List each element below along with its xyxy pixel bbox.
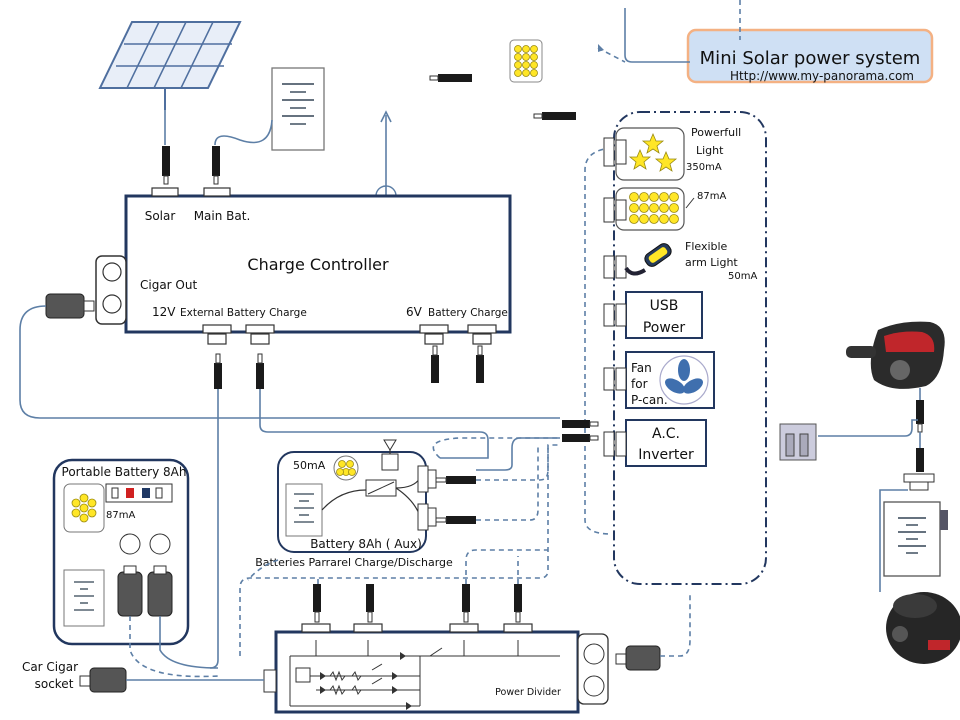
solar-plug-icon <box>162 146 170 185</box>
aux-dashed-4 <box>239 448 549 660</box>
battery-wire <box>214 119 273 146</box>
powerfull-light-l1: Powerfull <box>691 126 741 139</box>
ac-outlet-icon <box>779 423 817 461</box>
powerfull-light-current: 350mA <box>686 162 722 173</box>
ext-charge-volt: 12V <box>152 305 176 319</box>
fan-l1: Fan <box>631 361 652 375</box>
solar-panel-icon <box>98 21 242 110</box>
banner-title: Mini Solar power system <box>700 48 921 69</box>
main-bat-plug-icon <box>212 146 220 185</box>
banner-url[interactable]: Http://www.my-panorama.com <box>730 69 914 83</box>
main-bat-port <box>203 187 231 197</box>
powerfull-light: Powerfull Light 350mA <box>603 126 741 181</box>
aux-plugs <box>435 476 476 524</box>
cigar-out-socket <box>95 255 127 325</box>
six-volt-label: 6V <box>406 305 423 319</box>
rack-plugs <box>562 420 599 442</box>
cigar-out-label: Cigar Out <box>140 278 197 292</box>
usb-power: USB Power <box>603 291 703 339</box>
pump-plug-icon <box>916 400 924 433</box>
six-volt-charge-label: Battery Charge <box>428 307 508 319</box>
divider-output-plug <box>615 645 661 671</box>
ext-charge-wire <box>259 389 489 459</box>
charge-controller-title: Charge Controller <box>247 255 389 274</box>
fan-l2: for <box>631 377 648 391</box>
up-arrow-icon <box>380 110 392 123</box>
car-cigar-l2: socket <box>35 677 74 691</box>
portable-light-current: 87mA <box>106 510 135 521</box>
aux-dashed-1 <box>476 444 560 481</box>
car-cigar-socket: Car Cigar socket <box>22 660 127 693</box>
divider-plugs <box>313 584 522 623</box>
divider-dashed-wire <box>660 594 691 657</box>
power-divider: Power Divider <box>263 623 609 714</box>
solar-port <box>151 187 179 197</box>
external-battery-icon <box>883 501 948 577</box>
powerfull-light-l2: Light <box>696 144 724 157</box>
batteries-parallel-caption: Batteries Parrarel Charge/Discharge <box>255 556 453 569</box>
main-bat-label: Main Bat. <box>194 209 251 223</box>
ac-inverter-l2: Inverter <box>638 447 694 463</box>
usb-power-l2: Power <box>643 320 686 336</box>
vacuum-pump-icon <box>886 592 960 664</box>
portable-wire <box>159 616 219 669</box>
rack-dashed-line <box>584 147 613 535</box>
outlet-wire <box>818 419 918 437</box>
title-banner: Mini Solar power system Http://www.my-pa… <box>686 28 934 84</box>
aux-dashed-3 <box>432 437 560 459</box>
power-divider-label: Power Divider <box>495 687 561 698</box>
ext-battery-wire <box>879 489 908 592</box>
flexible-arm-light: Flexible arm Light 50mA <box>603 240 757 282</box>
ac-inverter-l1: A.C. <box>652 426 680 442</box>
usb-power-l1: USB <box>650 298 679 314</box>
arrow-head-icon <box>598 44 604 52</box>
flex-light-current: 50mA <box>728 271 757 282</box>
portable-dashed-wire <box>129 616 219 678</box>
main-battery-icon <box>271 67 325 151</box>
plug-icon <box>429 74 472 82</box>
ac-inverter: A.C. Inverter <box>603 419 707 467</box>
solar-label: Solar <box>145 209 176 223</box>
aux-light-current: 50mA <box>293 459 326 472</box>
bat-wire <box>209 389 219 669</box>
charge-controller: Solar Main Bat. Charge Controller Cigar … <box>124 187 512 345</box>
ext-charge-label: External Battery Charge <box>180 307 307 319</box>
flex-light-l1: Flexible <box>685 240 728 253</box>
fan-l3: P-can. <box>631 393 668 407</box>
aux-dashed-2 <box>476 445 539 521</box>
banner-line <box>624 8 690 63</box>
cigar-plug-icon <box>45 293 95 319</box>
aux-dashed-5 <box>247 559 279 581</box>
aux-battery: 50mA Battery 8Ah ( Aux) <box>277 439 437 553</box>
led-panel-icon <box>509 39 543 83</box>
loads-rack <box>613 111 767 585</box>
plug-icon <box>533 112 576 120</box>
portable-battery: Portable Battery 8Ah 87mA <box>52 458 190 646</box>
portable-battery-title: Portable Battery 8Ah <box>62 465 187 479</box>
air-pump-icon <box>846 321 945 389</box>
pump-plug-icon-2 <box>903 448 935 491</box>
cigar-wire <box>19 305 560 419</box>
panel-light: 87mA <box>603 187 726 231</box>
fan-for-pcan: Fan for P-can. <box>603 351 715 409</box>
car-cigar-l1: Car Cigar <box>22 660 78 674</box>
controller-output-plugs <box>214 345 484 389</box>
aux-battery-label: Battery 8Ah ( Aux) <box>310 537 422 551</box>
panel-light-current: 87mA <box>697 191 726 202</box>
flex-light-l2: arm Light <box>685 256 738 269</box>
